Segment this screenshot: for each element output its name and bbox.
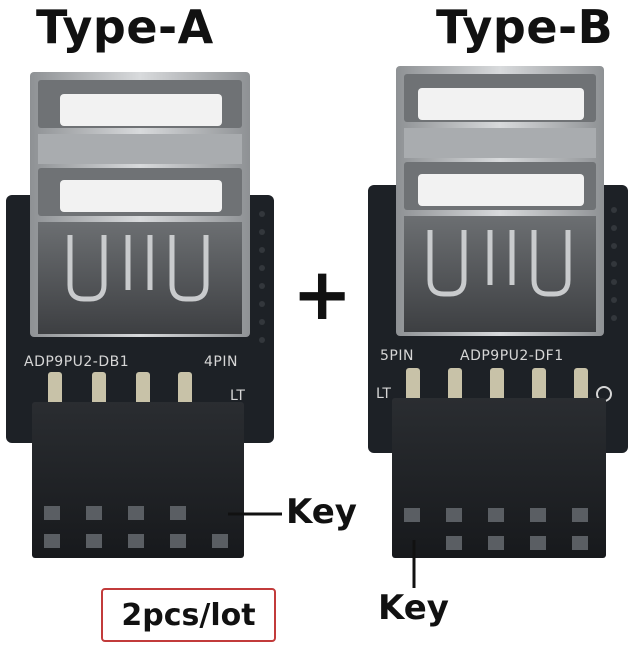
type-b-adapter: 5PIN ADP9PU2-DF1 LT (368, 66, 628, 588)
pcb-pin-label-left: 4PIN (204, 354, 238, 370)
header-pins-left (48, 372, 192, 406)
type-a-title: Type-A (36, 0, 214, 54)
pcb-pin-label-right: 5PIN (380, 348, 414, 364)
pcb-lt-label-left: LT (230, 388, 245, 404)
type-b-title: Type-B (436, 0, 614, 54)
key-label-left: Key (286, 492, 357, 532)
pcb-vias-right (611, 207, 617, 321)
pcb-model-label-right: ADP9PU2-DF1 (460, 348, 564, 364)
header-holes-right (404, 508, 588, 550)
header-holes-left (44, 506, 228, 548)
usb-port-bottom-right (418, 174, 584, 206)
solder-lugs-right (427, 230, 571, 297)
plus-sign: + (292, 252, 353, 336)
pin-header-right (392, 398, 606, 558)
usb-port-bottom-left (60, 180, 222, 212)
usb-port-top-right (418, 88, 584, 120)
pcb-lt-label-right: LT (376, 386, 391, 402)
header-pins-right (406, 368, 588, 402)
lot-badge: 2pcs/lot (101, 588, 276, 642)
key-label-right: Key (378, 588, 449, 628)
type-a-adapter: ADP9PU2-DB1 4PIN LT (6, 72, 282, 558)
pcb-vias-left (259, 211, 265, 343)
usb-port-top-left (60, 94, 222, 126)
solder-lugs-left (67, 235, 209, 302)
pin-header-left (32, 402, 244, 558)
pcb-model-label-left: ADP9PU2-DB1 (24, 354, 129, 370)
